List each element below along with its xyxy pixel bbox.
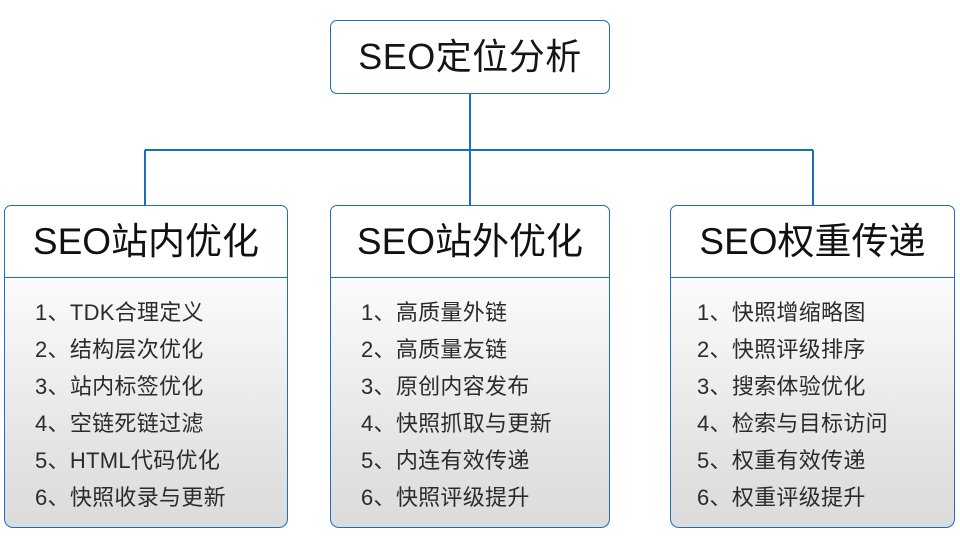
list-item: 3、原创内容发布 [361,374,530,399]
list-item: 5、内连有效传递 [361,448,530,473]
branch-list-3: 1、快照增缩略图 2、快照评级排序 3、搜索体验优化 4、检索与目标访问 5、权… [670,278,955,528]
list-item: 6、快照评级提升 [361,485,530,510]
list-item: 5、权重有效传递 [697,448,866,473]
list-item: 6、权重评级提升 [697,485,866,510]
list-item: 2、高质量友链 [361,337,508,362]
branch-header-label-3: SEO权重传递 [699,221,926,262]
list-item: 1、TDK合理定义 [35,300,204,325]
list-item: 4、空链死链过滤 [35,411,204,436]
list-item: 3、站内标签优化 [35,374,204,399]
list-item: 4、快照抓取与更新 [361,411,552,436]
list-item: 2、结构层次优化 [35,337,204,362]
list-item: 3、搜索体验优化 [697,374,866,399]
branch-header-label-2: SEO站外优化 [356,221,584,262]
branch-header-3[interactable]: SEO权重传递 [670,205,955,278]
list-item: 6、快照收录与更新 [35,485,226,510]
list-item: 1、快照增缩略图 [697,300,866,325]
branch-list-1: 1、TDK合理定义 2、结构层次优化 3、站内标签优化 4、空链死链过滤 5、H… [4,278,288,528]
branch-group-1: SEO站内优化 1、TDK合理定义 2、结构层次优化 3、站内标签优化 4、空链… [4,205,288,528]
root-node[interactable]: SEO定位分析 [330,20,610,94]
list-item: 5、HTML代码优化 [35,448,221,473]
branch-group-2: SEO站外优化 1、高质量外链 2、高质量友链 3、原创内容发布 4、快照抓取与… [330,205,610,528]
list-item: 2、快照评级排序 [697,337,866,362]
branch-group-3: SEO权重传递 1、快照增缩略图 2、快照评级排序 3、搜索体验优化 4、检索与… [670,205,955,528]
branch-header-1[interactable]: SEO站内优化 [4,205,288,278]
branch-header-label-1: SEO站内优化 [32,221,260,262]
branch-list-2: 1、高质量外链 2、高质量友链 3、原创内容发布 4、快照抓取与更新 5、内连有… [330,278,610,528]
list-item: 1、高质量外链 [361,300,508,325]
branch-header-2[interactable]: SEO站外优化 [330,205,610,278]
root-node-label: SEO定位分析 [358,36,582,77]
list-item: 4、检索与目标访问 [697,411,888,436]
